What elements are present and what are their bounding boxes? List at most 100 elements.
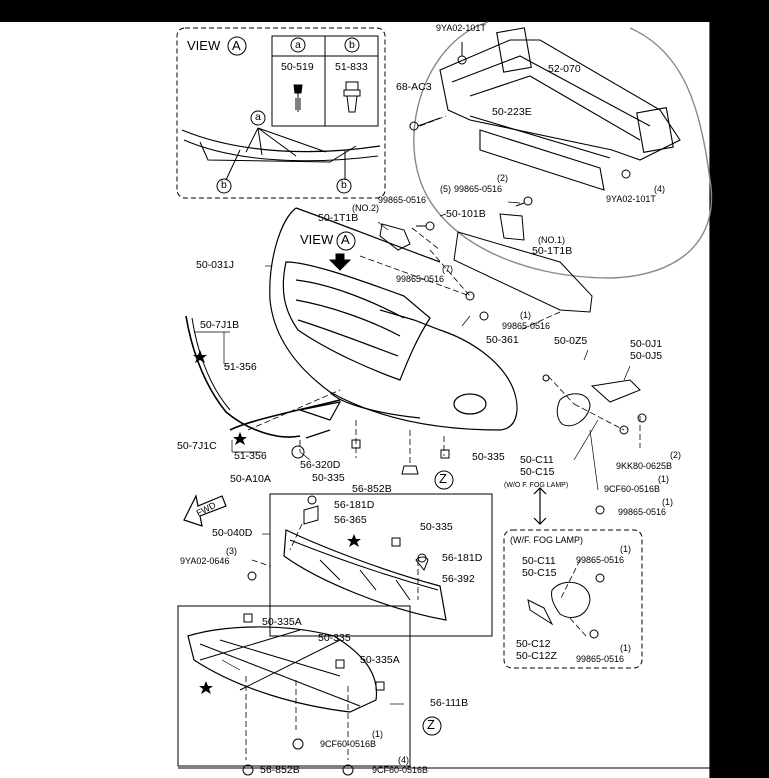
label-9cf60-0516b-b: 9CF60-0516B: [320, 739, 377, 749]
clip-icon: [343, 81, 361, 113]
label-99865-0516-e: 99865-0516: [502, 321, 551, 331]
label-50-101b: 50-101B: [446, 208, 486, 220]
label-50-a10a: 50-A10A: [230, 473, 271, 485]
view-a-letter: A: [232, 38, 241, 53]
label-qty-1b: (1): [658, 474, 669, 484]
label-50-c11-a: 50-C11: [520, 454, 554, 466]
label-50-335-a: 50-335: [312, 472, 345, 484]
label-9cf60-0516b-a: 9CF60-0516B: [604, 484, 661, 494]
label-qty-3: (3): [226, 546, 237, 556]
under-cover-56-111b: [187, 626, 378, 713]
label-9ya02-101t-top: 9YA02-101T: [436, 23, 486, 33]
label-50-040d: 50-040D: [212, 527, 253, 539]
label-99865-0516-g: 99865-0516: [576, 555, 625, 565]
label-50-335-c: 50-335: [420, 521, 453, 533]
rivet-icon: [293, 84, 303, 112]
fog-bezel-w-fog: [551, 581, 591, 618]
label-qty-1f: (1): [372, 729, 383, 739]
view-a-title: VIEW: [187, 38, 221, 53]
label-50-361: 50-361: [486, 334, 519, 346]
side-garnish-50-7j1b: [185, 315, 301, 438]
label-view-a-letter: A: [341, 232, 350, 247]
label-56-111b: 56-111B: [430, 697, 469, 709]
bracket-50-101b: [499, 213, 525, 241]
lower-cover-box: [177, 605, 411, 767]
label-99865-0516-c: 99865-0516: [378, 195, 427, 205]
label-99865-0516-h: 99865-0516: [576, 654, 625, 664]
label-qty-2a: (2): [497, 173, 508, 183]
bumper-reinforcement: [439, 27, 681, 191]
label-56-852b-b: 56-852B: [260, 764, 300, 776]
label-50-0z5: 50-0Z5: [554, 335, 588, 347]
label-qty-1a: (1): [520, 310, 531, 320]
label-50-7j1c: 50-7J1C: [177, 440, 217, 452]
label-56-320d: 56-320D: [300, 459, 341, 471]
side-garnish-50-7j1c: [229, 399, 341, 431]
label-99865-0516-a: 99865-0516: [454, 184, 503, 194]
label-50-0j1: 50-0J1: [630, 338, 663, 350]
label-9ya02-101t-bot: 9YA02-101T: [606, 194, 656, 204]
label-9kk80-0625b: 9KK80-0625B: [616, 461, 673, 471]
fog-lamp-box: [503, 529, 643, 669]
view-a-circle: [227, 36, 247, 56]
fwd-arrow: [183, 494, 227, 527]
label-qty-1c: (1): [662, 497, 673, 507]
part-51-833: 51-833: [335, 61, 368, 73]
label-50-223e: 50-223E: [492, 106, 532, 118]
view-a-box: [176, 27, 386, 199]
label-50-1t1b-a: 50-1T1B: [318, 212, 359, 224]
label-56-852b-a: 56-852B: [352, 483, 392, 495]
label-51-356-b: 51-356: [234, 450, 267, 462]
callout-b-left: b: [221, 179, 227, 191]
label-qty-1e: (1): [620, 643, 631, 653]
label-56-181d-b: 56-181D: [442, 552, 483, 564]
label-qty-5: (5): [440, 184, 451, 194]
callout-a: a: [255, 111, 261, 123]
label-qty-4b: (4): [398, 755, 409, 765]
label-no2: (NO.2): [352, 203, 379, 213]
label-50-c12z: 50-C12Z: [516, 650, 557, 662]
label-z-b: Z: [427, 717, 435, 732]
fog-bezel: [556, 393, 591, 427]
part-50-519: 50-519: [281, 61, 314, 73]
under-cover-box: [269, 493, 493, 637]
label-50-1t1b-b: 50-1T1B: [532, 245, 573, 257]
label-50-031j: 50-031J: [196, 259, 234, 271]
label-99865-0516-d: 99865-0516: [396, 274, 445, 284]
label-9cf60-0516b-c: 9CF60-0516B: [372, 765, 429, 775]
label-56-365: 56-365: [334, 514, 367, 526]
label-68-ac3: 68-AC3: [396, 81, 432, 93]
label-50-c15-a: 50-C15: [520, 466, 555, 478]
callout-b-right: b: [341, 179, 347, 191]
label-50-335-d: 50-335: [318, 632, 351, 644]
label-qty-2b: (2): [670, 450, 681, 460]
label-qty-1d: (1): [620, 544, 631, 554]
label-9ya02-0646: 9YA02-0646: [180, 556, 230, 566]
front-bumper-fascia: [269, 207, 518, 431]
column-b-header: b: [349, 39, 355, 51]
highlight-circle: [413, 21, 713, 279]
label-qty-4a: (4): [654, 184, 665, 194]
label-50-0j5: 50-0J5: [630, 350, 663, 362]
label-52-070: 52-070: [548, 63, 581, 75]
lower-bracket-no1: [453, 231, 593, 313]
label-56-181d-a: 56-181D: [334, 499, 375, 511]
label-50-7j1b: 50-7J1B: [200, 319, 240, 331]
view-a-arrow: [328, 253, 352, 271]
column-a-header: a: [295, 39, 301, 51]
under-cover-50-040d: [283, 529, 447, 621]
label-50-335a-a: 50-335A: [262, 616, 302, 628]
bracket-50-0j1: [590, 379, 641, 403]
label-50-c15-b: 50-C15: [522, 567, 557, 579]
label-51-356-a: 51-356: [224, 361, 257, 373]
label-z-a: Z: [439, 471, 447, 486]
label-50-c11-b: 50-C11: [522, 555, 556, 567]
label-no1: (NO.1): [538, 235, 565, 245]
label-56-392: 56-392: [442, 573, 475, 585]
label-wo-fog: (W/O F. FOG LAMP): [504, 482, 569, 489]
label-qty-7: (7): [442, 264, 453, 274]
label-view-a: VIEW: [300, 232, 334, 247]
label-50-335a-b: 50-335A: [360, 654, 400, 666]
